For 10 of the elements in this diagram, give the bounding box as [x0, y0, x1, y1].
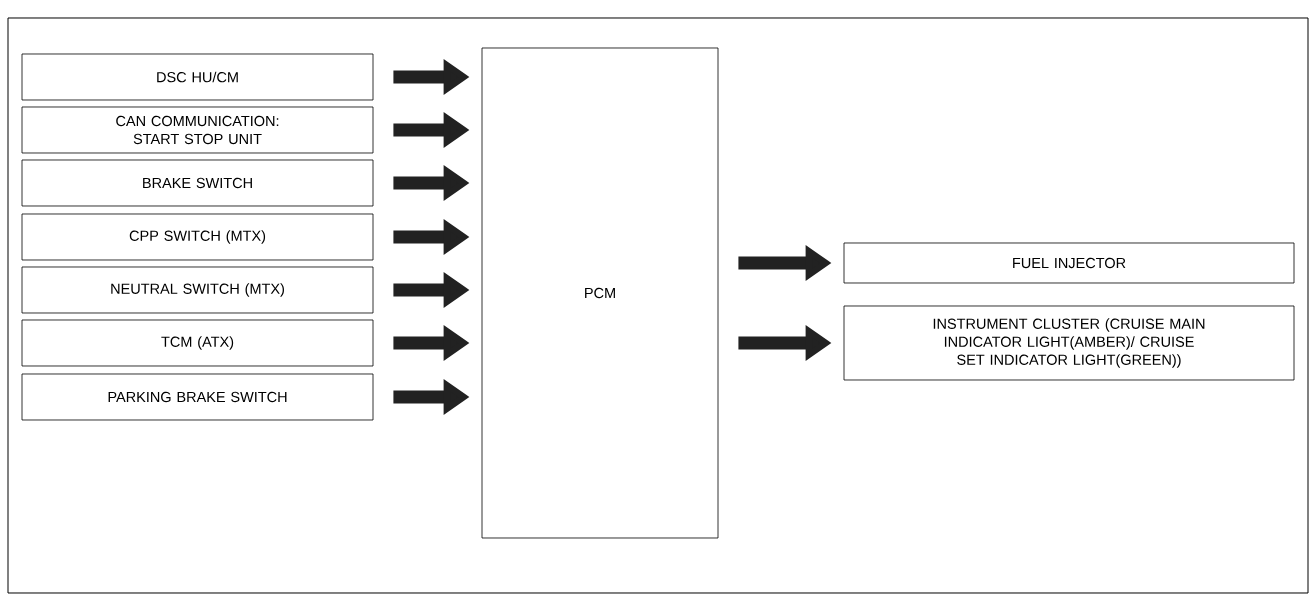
block-box: NEUTRAL SWITCH (MTX) [21, 266, 374, 314]
block-box: FUEL INJECTOR [843, 242, 1295, 284]
block-box: BRAKE SWITCH [21, 159, 374, 207]
block-box: PCM [481, 47, 719, 539]
block-box: INSTRUMENT CLUSTER (CRUISE MAIN INDICATOR LIGHT(AMBER)/ CRUISE SET INDICATOR LIGHT(GREEN)) [843, 305, 1295, 381]
block-box: TCM (ATX) [21, 319, 374, 367]
block-box: CAN COMMUNICATION: START STOP UNIT [21, 106, 374, 154]
block-box: CPP SWITCH (MTX) [21, 213, 374, 261]
block-box: PARKING BRAKE SWITCH [21, 373, 374, 421]
block-box: DSC HU/CM [21, 53, 374, 101]
